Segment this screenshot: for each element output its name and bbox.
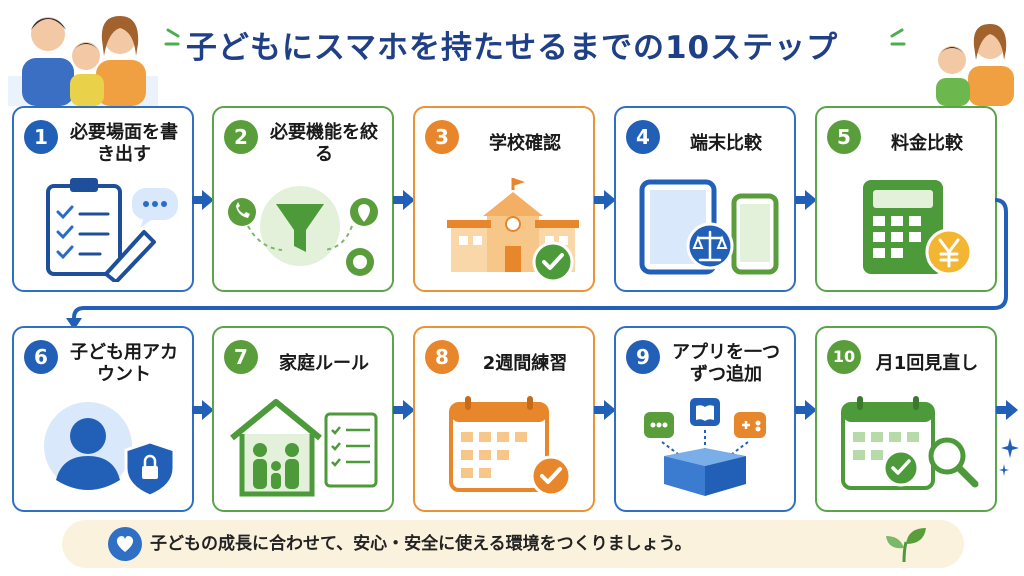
clipboard-icon bbox=[46, 178, 122, 276]
step-label: 2週間練習 bbox=[482, 352, 568, 374]
step-number: 5 bbox=[827, 120, 861, 154]
step-label: 端末比較 bbox=[690, 132, 762, 154]
smartphone-icon bbox=[731, 193, 779, 275]
sparkle-icon bbox=[164, 28, 180, 46]
step-number: 9 bbox=[626, 340, 660, 374]
step-number: 8 bbox=[425, 340, 459, 374]
step-number: 1 bbox=[24, 120, 58, 154]
calculator-icon bbox=[863, 180, 943, 274]
step-card-4: 4 端末比較 bbox=[614, 106, 796, 292]
step-label: 必要場面を書き出す bbox=[70, 121, 178, 166]
chat-icon bbox=[346, 248, 374, 276]
step-number: 4 bbox=[626, 120, 660, 154]
step-label: 家庭ルール bbox=[279, 352, 369, 374]
heart-icon bbox=[108, 527, 142, 561]
step-label: 子ども用アカウント bbox=[70, 341, 178, 386]
footer-text: 子どもの成長に合わせて、安心・安全に使える環境をつくりましょう。 bbox=[150, 534, 692, 554]
step-label: 料金比較 bbox=[891, 132, 963, 154]
arrow-right-icon bbox=[996, 400, 1018, 420]
connector-line bbox=[66, 198, 1008, 330]
chat-icon bbox=[644, 412, 674, 438]
sparkle-icon bbox=[999, 438, 1019, 476]
step-label: 学校確認 bbox=[489, 132, 561, 154]
step-number: 3 bbox=[425, 120, 459, 154]
check-icon bbox=[882, 449, 920, 487]
check-icon bbox=[530, 455, 572, 497]
family-icon bbox=[936, 24, 1014, 106]
house-family-icon bbox=[230, 399, 322, 497]
step-label: アプリを一つずつ追加 bbox=[672, 341, 780, 386]
pencil-icon bbox=[104, 230, 156, 282]
family-icon bbox=[8, 16, 158, 106]
step-card-1: 1 必要場面を書き出す bbox=[12, 106, 194, 292]
step-card-8: 8 2週間練習 bbox=[413, 326, 595, 512]
step-number: 2 bbox=[224, 120, 258, 154]
sparkle-icon bbox=[890, 28, 906, 46]
arrow-right-icon bbox=[795, 400, 817, 420]
check-icon bbox=[532, 241, 574, 282]
page-title: 子どもにスマホを持たせるまでの10ステップ bbox=[185, 30, 839, 66]
phone-icon bbox=[228, 198, 256, 226]
speech-bubble-icon bbox=[132, 188, 178, 228]
calendar-icon bbox=[449, 396, 549, 492]
arrow-right-icon bbox=[393, 190, 415, 210]
step-label: 月1回見直し bbox=[875, 352, 979, 374]
arrow-right-icon bbox=[393, 400, 415, 420]
arrow-right-icon bbox=[795, 190, 817, 210]
game-controller-icon bbox=[734, 412, 766, 438]
shield-lock-icon bbox=[124, 440, 176, 498]
step-card-9: 9 アプリを一つずつ追加 bbox=[614, 326, 796, 512]
step-number: 7 bbox=[224, 340, 258, 374]
scale-icon bbox=[686, 222, 734, 270]
yen-coin-icon bbox=[925, 228, 973, 276]
step-card-3: 3 学校確認 bbox=[413, 106, 595, 292]
magnifier-icon bbox=[928, 437, 979, 488]
arrow-right-icon bbox=[192, 190, 214, 210]
step-card-2: 2 必要機能を絞る bbox=[212, 106, 394, 292]
leaf-icon bbox=[886, 528, 926, 563]
step-number: 6 bbox=[24, 340, 58, 374]
box-icon bbox=[664, 448, 746, 496]
step-card-7: 7 家庭ルール bbox=[212, 326, 394, 512]
step-card-6: 6 子ども用アカウント bbox=[12, 326, 194, 512]
checklist-icon bbox=[324, 412, 378, 488]
step-card-10: 10 月1回見直し bbox=[815, 326, 997, 512]
footer-banner: 子どもの成長に合わせて、安心・安全に使える環境をつくりましょう。 bbox=[62, 520, 964, 568]
user-avatar-icon bbox=[44, 402, 132, 490]
arrow-right-icon bbox=[594, 190, 616, 210]
funnel-icon bbox=[276, 204, 324, 252]
step-number: 10 bbox=[827, 340, 861, 374]
location-pin-icon bbox=[350, 198, 378, 226]
step-label: 必要機能を絞る bbox=[270, 121, 378, 166]
book-icon bbox=[690, 398, 720, 426]
arrow-right-icon bbox=[594, 400, 616, 420]
arrow-right-icon bbox=[192, 400, 214, 420]
